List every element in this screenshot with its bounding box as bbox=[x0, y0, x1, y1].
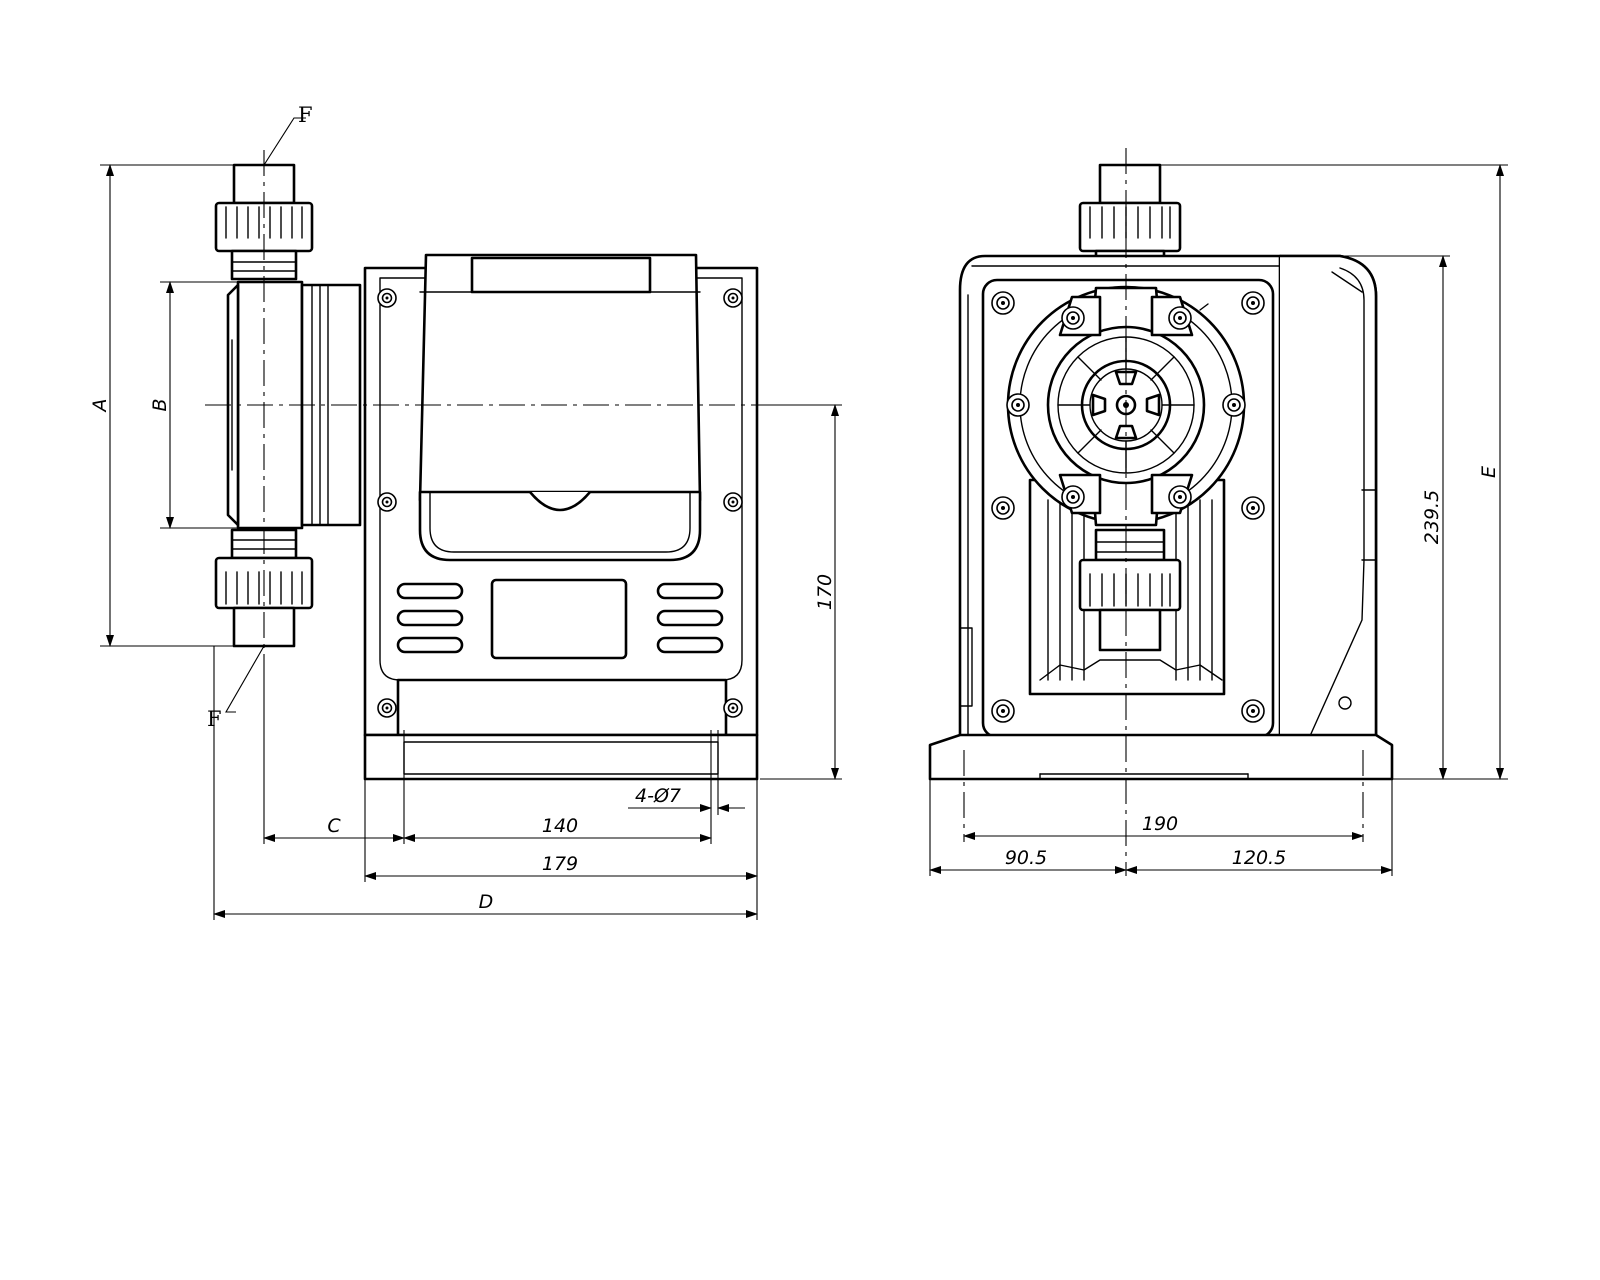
side-dimensions bbox=[100, 117, 842, 920]
dimension-labels: A B F F 170 C 140 4-Ø7 179 D E 239.5 190… bbox=[89, 103, 1500, 913]
dim-label-239-5: 239.5 bbox=[1421, 490, 1443, 544]
front-dimensions bbox=[929, 164, 1508, 876]
dim-label-A: A bbox=[89, 399, 111, 414]
dim-label-190: 190 bbox=[1142, 813, 1178, 835]
front-view bbox=[928, 148, 1394, 876]
side-view bbox=[205, 150, 790, 781]
dim-label-D: D bbox=[479, 891, 494, 913]
pump-body-side bbox=[363, 253, 759, 781]
dim-label-140: 140 bbox=[542, 815, 578, 837]
dim-label-179: 179 bbox=[542, 853, 578, 875]
dim-label-B: B bbox=[149, 398, 171, 411]
dim-label-170: 170 bbox=[814, 574, 836, 610]
dim-label-F-bottom: F bbox=[207, 707, 222, 731]
dim-label-F-top: F bbox=[298, 103, 313, 127]
dim-label-hole: 4-Ø7 bbox=[635, 785, 681, 807]
dim-label-120-5: 120.5 bbox=[1232, 847, 1286, 869]
front-bottom-fitting bbox=[1078, 528, 1182, 652]
dim-label-C: C bbox=[327, 815, 341, 837]
dim-label-E: E bbox=[1478, 466, 1500, 478]
dim-label-90-5: 90.5 bbox=[1005, 847, 1047, 869]
